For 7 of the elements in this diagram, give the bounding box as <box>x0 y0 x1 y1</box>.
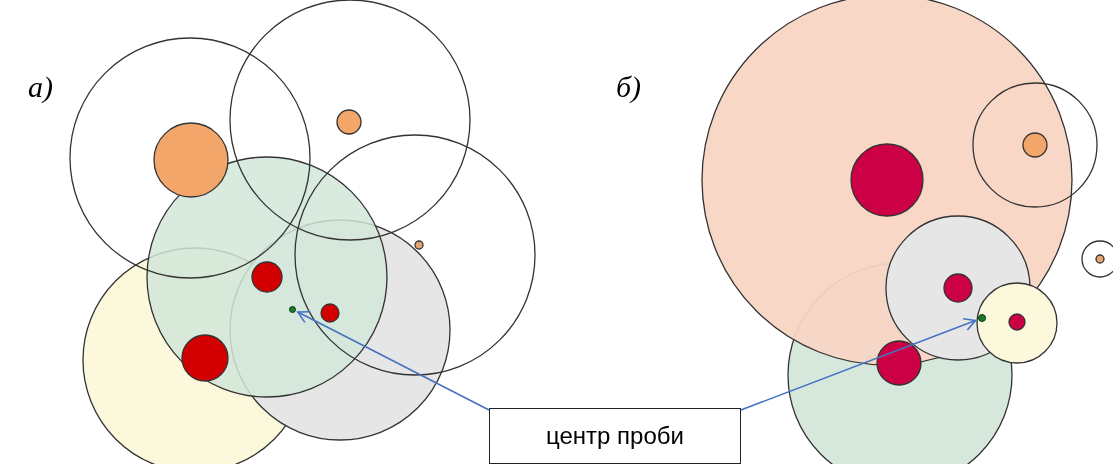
probe-center-dot <box>288 305 296 313</box>
panel-label: б) <box>616 70 642 104</box>
label-box: центр проби <box>489 408 741 464</box>
arrow <box>297 310 490 411</box>
panel-label: а) <box>28 70 53 104</box>
arrow <box>740 318 977 411</box>
probe-center-dot <box>978 314 986 322</box>
